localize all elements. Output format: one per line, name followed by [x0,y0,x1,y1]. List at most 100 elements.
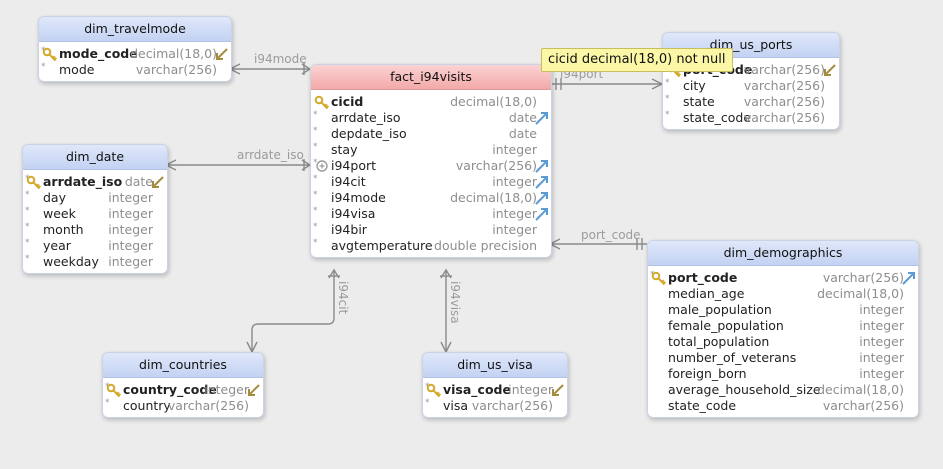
referenced-key-link-icon[interactable] [550,382,566,398]
table-title[interactable]: fact_i94visits [311,65,551,90]
column-name: state_code [683,110,752,125]
table-title[interactable]: dim_us_visa [423,353,567,378]
column-type: varchar(256) [822,270,904,285]
foreign-key-link-icon[interactable] [534,190,550,206]
not-null-marker: * [105,398,110,408]
column-type: varchar(256) [822,398,904,413]
column-type: varchar(256) [743,110,825,125]
column-name: avgtemperature [331,238,433,253]
column-type: integer [492,206,537,221]
edge-arrdate[interactable] [164,159,312,171]
column-name: stay [331,142,358,157]
referenced-key-link-icon[interactable] [214,46,230,62]
edge-label-arrdate: arrdate_iso [237,148,304,162]
column-type: integer [492,174,537,189]
not-null-marker: * [313,222,318,232]
not-null-marker: * [41,62,46,72]
table-title[interactable]: dim_date [23,145,167,170]
referenced-key-link-icon[interactable] [246,382,262,398]
column-name: arrdate_iso [331,110,401,125]
column-row[interactable]: * week integer [23,206,167,222]
column-type: integer [108,222,153,237]
foreign-key-link-icon[interactable] [534,158,550,174]
foreign-key-link-icon[interactable] [534,174,550,190]
referenced-key-link-icon[interactable] [150,174,166,190]
table-title[interactable]: dim_travelmode [39,17,231,42]
column-name: week [43,206,76,221]
column-name: mode [59,62,95,77]
not-null-marker: * [665,94,670,104]
column-type: varchar(256) [743,78,825,93]
column-type: integer [108,206,153,221]
column-name: day [43,190,66,205]
foreign-key-link-icon[interactable] [534,110,550,126]
column-name: number_of_veterans [668,350,797,365]
column-name: arrdate_iso [43,174,123,189]
column-type: integer [492,222,537,237]
not-null-marker: * [25,206,30,216]
column-type: varchar(256) [743,94,825,109]
table-dim-us-ports[interactable]: dim_us_ports *port_codevarchar(256)*city… [662,32,840,130]
primary-key-icon [26,174,42,190]
table-title[interactable]: dim_countries [103,353,263,378]
column-type: varchar(256) [455,158,537,173]
foreign-key-link-icon[interactable] [534,206,550,222]
primary-key-icon [106,382,122,398]
index-icon [314,158,330,174]
column-name: foreign_born [668,366,747,381]
foreign-key-link-icon[interactable] [901,270,917,286]
column-row[interactable]: foreign_born integer [648,366,918,382]
column-type: integer [859,366,904,381]
column-type: integer [492,142,537,157]
column-type: date [508,110,537,125]
table-title[interactable]: dim_demographics [648,241,918,266]
edge-i94cit[interactable] [246,268,340,354]
column-name: year [43,238,71,253]
column-type: decimal(18,0) [817,286,904,301]
referenced-key-link-icon[interactable] [822,62,838,78]
column-name: depdate_iso [331,126,407,141]
column-name: i94mode [331,190,386,205]
column-name: total_population [668,334,770,349]
